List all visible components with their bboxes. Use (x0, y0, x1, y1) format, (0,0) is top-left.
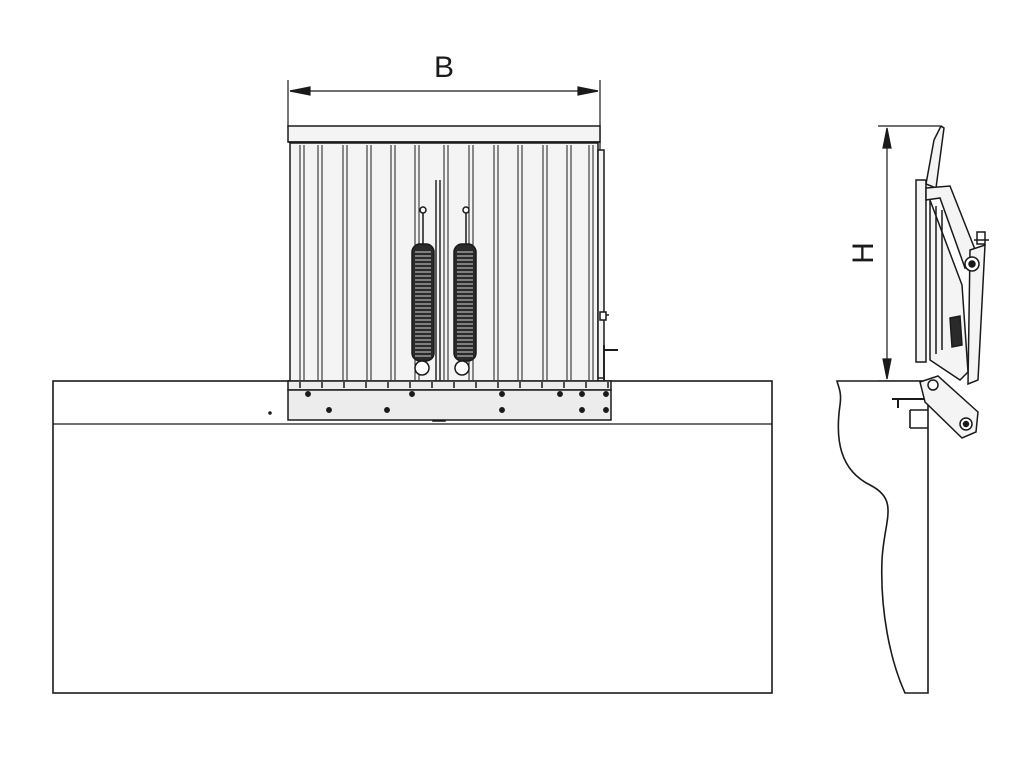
hinge-plate (967, 243, 986, 386)
mounting-flange (287, 380, 612, 391)
plate-bolt (499, 391, 505, 397)
spring-top-bolt-right (462, 206, 470, 214)
side-panel-profile (915, 179, 927, 363)
plate-bolt (557, 391, 563, 397)
plate-bolts (305, 391, 609, 413)
dim-arrow-top (882, 127, 892, 149)
plate-bolt (603, 391, 609, 397)
width-label: B (434, 51, 454, 84)
spring-left (411, 243, 435, 362)
plate-bolt (579, 391, 585, 397)
spring-coils (415, 251, 473, 357)
top-lid-profile (925, 124, 945, 190)
top-cover-plate (287, 125, 601, 143)
side-lock (599, 311, 618, 383)
plate-bolt (579, 407, 585, 413)
side-spring (949, 315, 963, 348)
plate-bolt (384, 407, 390, 413)
wall-section (836, 380, 929, 694)
dim-arrow-right (577, 86, 599, 96)
spring-right (453, 243, 477, 362)
stray-dot (268, 411, 272, 415)
bracket-pin-top (927, 379, 939, 391)
top-bolt (976, 231, 986, 245)
plate-bolt (409, 391, 415, 397)
base-block (52, 380, 773, 694)
plate-bolt (305, 391, 311, 397)
plate-bolt (603, 407, 609, 413)
side-edge-bar (597, 149, 605, 379)
flange-ticks (299, 382, 609, 388)
width-dimension (287, 80, 601, 150)
side-view: H (836, 124, 989, 694)
plate-bolt (499, 407, 505, 413)
front-view: B (52, 51, 773, 694)
spring-bottom-hook-right (454, 360, 470, 376)
plate-bolt (326, 407, 332, 413)
mounting-plate (287, 389, 612, 421)
dim-arrow-left (289, 86, 311, 96)
dim-arrow-bottom (882, 358, 892, 380)
spring-bottom-hook-left (414, 360, 430, 376)
spring-top-bolt-left (419, 206, 427, 214)
height-label: H (847, 242, 880, 264)
